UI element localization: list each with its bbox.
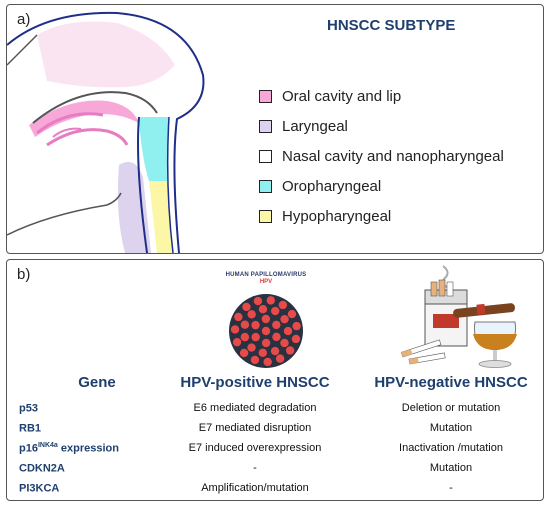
table-row: RB1 E7 mediated disruption Mutation [7,422,545,442]
laryngeal-region [117,161,151,253]
legend-label: Oropharyngeal [282,177,382,195]
legend-item-laryngeal: Laryngeal [259,111,504,141]
legend-item-nasal-cavity: Nasal cavity and nanopharyngeal [259,141,504,171]
hpv-negative-cell: Mutation [429,422,473,434]
legend-label: Oral cavity and lip [282,87,402,105]
hpv-caption: HUMAN PAPILLOMAVIRUS HPV [207,272,325,285]
gene-name: p16INK4a expression [19,442,119,455]
panel-label-b: b) [17,266,31,283]
hpv-positive-cell: - [253,462,257,474]
header-gene: Gene [78,374,116,391]
table-row: p16INK4a expression E7 induced overexpre… [7,442,545,462]
hpv-virus-icon [229,294,303,368]
panel-a: a) HNSCC SUBTYPE Oral cavity and lip Lar… [6,4,544,254]
hpv-caption-line2: HPV [259,279,273,285]
subtype-legend: Oral cavity and lip Laryngeal Nasal cavi… [259,81,504,231]
hpv-positive-cell: E6 mediated degradation [193,402,317,414]
head-neck-anatomy-illustration [7,11,205,253]
panel-label-a: a) [17,11,31,28]
legend-label: Nasal cavity and nanopharyngeal [282,147,504,165]
legend-swatch [259,149,272,163]
hpv-positive-cell: E7 mediated disruption [198,422,312,434]
legend-swatch [259,179,272,193]
legend-swatch [259,89,272,103]
panel-b: b) HUMAN PAPILLOMAVIRUS HPV Gene HPV-pos… [6,259,544,501]
table-row: CDKN2A - Mutation [7,462,545,482]
oral-cavity-region [29,100,139,137]
legend-swatch [259,119,272,133]
legend-item-hypopharyngeal: Hypopharyngeal [259,201,504,231]
tobacco-alcohol-icon [400,265,517,368]
hpv-negative-cell: Mutation [429,462,473,474]
legend-item-oral-cavity: Oral cavity and lip [259,81,504,111]
hpv-negative-cell: Inactivation /mutation [399,442,503,454]
table-row: p53 E6 mediated degradation Deletion or … [7,402,545,422]
legend-item-oropharyngeal: Oropharyngeal [259,171,504,201]
table-row: PI3KCA Amplification/mutation - [7,482,545,502]
legend-label: Hypopharyngeal [282,207,392,225]
hpv-positive-cell: Amplification/mutation [201,482,309,494]
gene-name: RB1 [19,422,42,435]
oropharyngeal-region [139,117,169,181]
hpv-positive-cell: E7 induced overexpression [188,442,322,454]
hpv-negative-cell: - [449,482,453,494]
header-hpv-negative: HPV-negative HNSCC [374,374,528,391]
header-hpv-positive: HPV-positive HNSCC [180,374,330,391]
gene-name: PI3KCA [19,482,60,495]
hpv-caption-line1: HUMAN PAPILLOMAVIRUS [225,272,307,278]
legend-label: Laryngeal [282,117,348,135]
nasal-cavity-region [37,21,175,88]
gene-name: CDKN2A [19,462,65,475]
legend-swatch [259,209,272,223]
hpv-negative-cell: Deletion or mutation [401,402,501,414]
subtype-title: HNSCC SUBTYPE [327,17,456,34]
gene-name: p53 [19,402,38,415]
hypopharyngeal-region [149,181,173,253]
